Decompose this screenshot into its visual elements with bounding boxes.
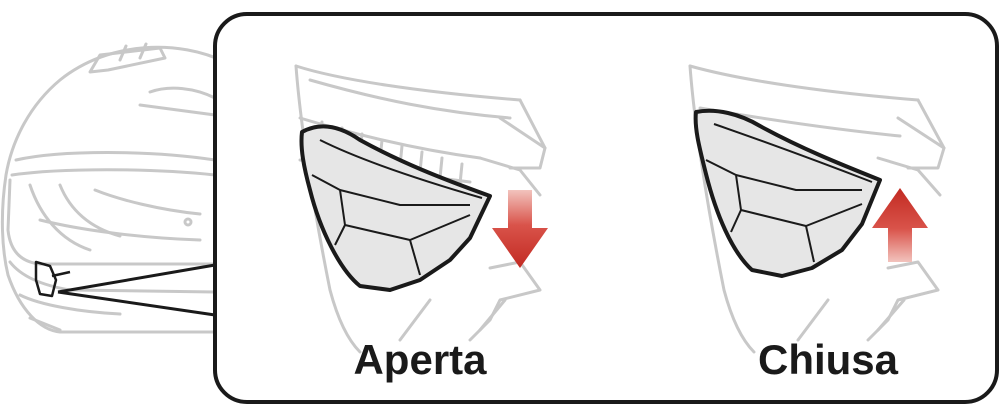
helmet-illustration <box>2 44 225 332</box>
label-closed: Chiusa <box>718 330 938 390</box>
label-open: Aperta <box>320 330 520 390</box>
